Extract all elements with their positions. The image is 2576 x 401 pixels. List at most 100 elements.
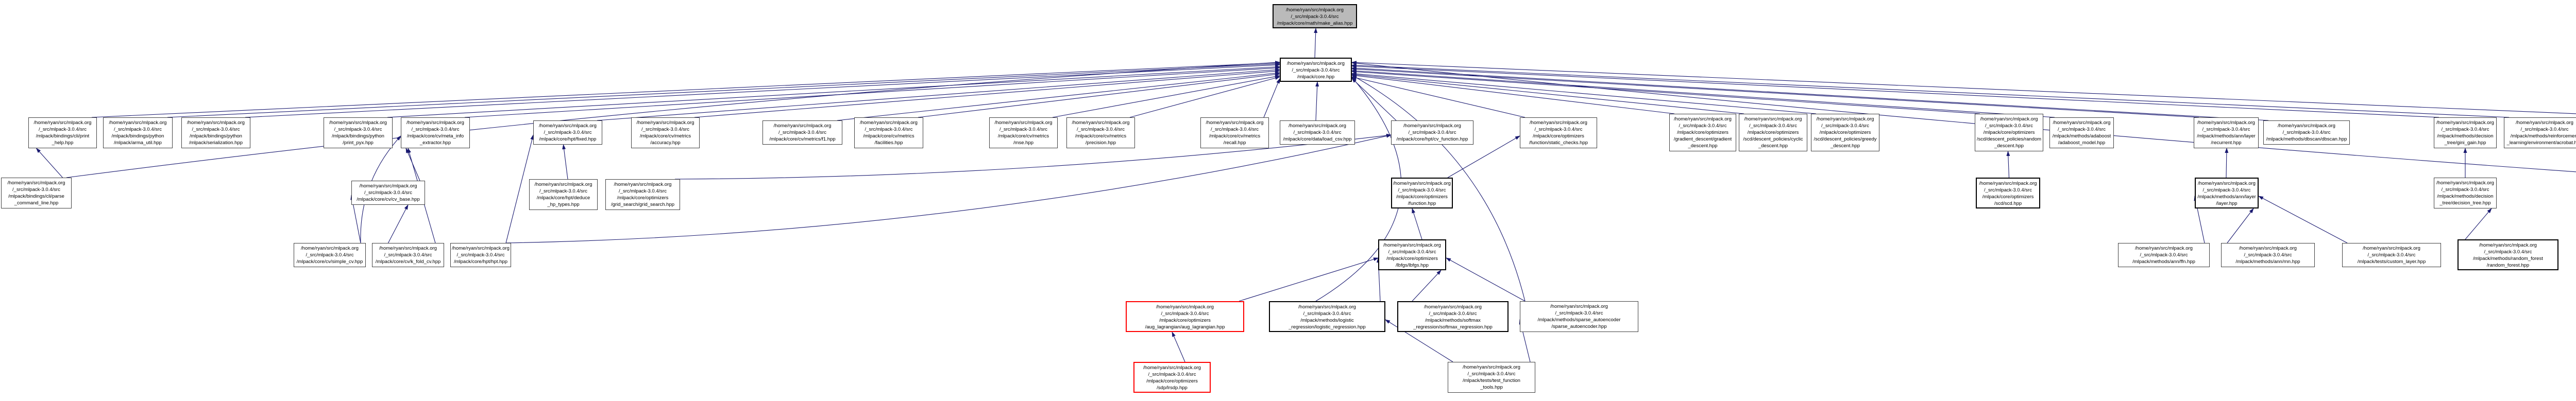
node-path-line: /_src/mlpack-3.0.4/src <box>2282 130 2331 135</box>
node-path-line: /_src/mlpack-3.0.4/src <box>1292 67 1340 73</box>
graph-node-decision_tree[interactable]: /home/ryan/src/mlpack.org/_src/mlpack-3.… <box>2434 178 2497 208</box>
graph-node-parse_command_line[interactable]: /home/ryan/src/mlpack.org/_src/mlpack-3.… <box>1 178 72 208</box>
node-path-line: /home/ryan/src/mlpack.org <box>2197 120 2255 126</box>
node-path-line: /home/ryan/src/mlpack.org <box>33 120 92 126</box>
node-path-line: /_src/mlpack-3.0.4/src <box>2140 252 2188 258</box>
node-path-line: /home/ryan/src/mlpack.org <box>1156 304 1214 310</box>
graph-node-fixed[interactable]: /home/ryan/src/mlpack.org/_src/mlpack-3.… <box>533 120 602 145</box>
node-path-line: _regression/softmax_regression.hpp <box>1413 324 1493 330</box>
include-edge-arma_util-to-core <box>167 62 1280 118</box>
include-edge-parse_command_line-to-core <box>66 61 1280 178</box>
graph-node-recall[interactable]: /home/ryan/src/mlpack.org/_src/mlpack-3.… <box>1200 117 1269 148</box>
node-path-line: _command_line.hpp <box>14 200 59 206</box>
node-path-line: /home/ryan/src/mlpack.org <box>636 120 694 126</box>
graph-node-softmax_regression[interactable]: /home/ryan/src/mlpack.org/_src/mlpack-3.… <box>1397 301 1509 332</box>
graph-node-meta_info[interactable]: /home/ryan/src/mlpack.org/_src/mlpack-3.… <box>401 117 470 148</box>
graph-node-custom_layer[interactable]: /home/ryan/src/mlpack.org/_src/mlpack-3.… <box>2342 243 2441 267</box>
node-path-line: /_src/mlpack-3.0.4/src <box>364 190 412 196</box>
graph-node-cv_base[interactable]: /home/ryan/src/mlpack.org/_src/mlpack-3.… <box>351 181 425 205</box>
graph-node-simple_cv[interactable]: /home/ryan/src/mlpack.org/_src/mlpack-3.… <box>294 243 366 267</box>
node-path-line: _regression/logistic_regression.hpp <box>1289 324 1366 330</box>
node-path-line: /mlpack/methods/softmax <box>1425 318 1481 323</box>
node-path-line: /mlpack/methods/decision <box>2437 194 2494 199</box>
node-path-line: /_src/mlpack-3.0.4/src <box>1408 130 1456 135</box>
node-path-line: /recurrent.hpp <box>2211 140 2242 146</box>
node-path-line: /home/ryan/src/mlpack.org <box>1403 123 1461 129</box>
node-path-line: /mlpack/methods/ann/rnn.hpp <box>2235 259 2300 265</box>
node-path-line: /home/ryan/src/mlpack.org <box>2239 246 2297 251</box>
include-edge-test_function_tools-to-logistic_regression <box>1385 319 1453 362</box>
graph-node-ffn[interactable]: /home/ryan/src/mlpack.org/_src/mlpack-3.… <box>2118 243 2210 267</box>
include-edge-function_hpp-to-static_checks <box>1447 135 1520 178</box>
graph-node-core[interactable]: /home/ryan/src/mlpack.org/_src/mlpack-3.… <box>1280 58 1352 82</box>
include-edge-random_descent-to-core <box>1351 70 1980 114</box>
graph-node-recurrent[interactable]: /home/ryan/src/mlpack.org/_src/mlpack-3.… <box>2194 117 2259 148</box>
node-path-line: /_src/mlpack-3.0.4/src <box>1303 311 1351 317</box>
graph-node-gini_gain[interactable]: /home/ryan/src/mlpack.org/_src/mlpack-3.… <box>2434 117 2497 148</box>
node-path-line: /gradient_descent/gradient <box>1673 136 1732 142</box>
include-edge-layer-to-recurrent <box>2225 148 2229 178</box>
graph-node-f1[interactable]: /home/ryan/src/mlpack.org/_src/mlpack-3.… <box>762 120 842 145</box>
graph-node-aug_lagrangian[interactable]: /home/ryan/src/mlpack.org/_src/mlpack-3.… <box>1126 301 1244 332</box>
node-path-line: /mlpack/core/optimizers <box>1386 256 1438 261</box>
graph-node-facilities[interactable]: /home/ryan/src/mlpack.org/_src/mlpack-3.… <box>854 117 923 148</box>
node-path-line: /home/ryan/src/mlpack.org <box>2436 120 2494 126</box>
graph-node-cyclic_descent[interactable]: /home/ryan/src/mlpack.org/_src/mlpack-3.… <box>1739 114 1807 151</box>
include-edge-rnn-to-layer <box>2227 208 2254 243</box>
node-path-line: _descent.hpp <box>1994 143 2024 149</box>
include-edge-cyclic_descent-to-core <box>1351 73 1744 114</box>
graph-node-random_descent[interactable]: /home/ryan/src/mlpack.org/_src/mlpack-3.… <box>1975 114 2043 151</box>
graph-node-k_fold_cv[interactable]: /home/ryan/src/mlpack.org/_src/mlpack-3.… <box>372 243 444 267</box>
graph-node-cv_function[interactable]: /home/ryan/src/mlpack.org/_src/mlpack-3.… <box>1391 120 1473 145</box>
node-path-line: /grid_search/grid_search.hpp <box>611 202 675 207</box>
graph-node-print_pyx[interactable]: /home/ryan/src/mlpack.org/_src/mlpack-3.… <box>324 117 393 148</box>
node-path-line: /home/ryan/src/mlpack.org <box>1816 116 1874 122</box>
graph-node-sparse_autoencoder[interactable]: /home/ryan/src/mlpack.org/_src/mlpack-3.… <box>1520 301 1638 332</box>
graph-node-scd[interactable]: /home/ryan/src/mlpack.org/_src/mlpack-3.… <box>1976 178 2040 208</box>
node-path-line: /sparse_autoencoder.hpp <box>1551 324 1607 329</box>
graph-node-accuracy[interactable]: /home/ryan/src/mlpack.org/_src/mlpack-3.… <box>631 117 700 148</box>
node-path-line: /_src/mlpack-3.0.4/src <box>1534 127 1583 132</box>
graph-node-layer[interactable]: /home/ryan/src/mlpack.org/_src/mlpack-3.… <box>2195 178 2259 208</box>
graph-node-greedy_descent[interactable]: /home/ryan/src/mlpack.org/_src/mlpack-3.… <box>1811 114 1879 151</box>
node-path-line: /_src/mlpack-3.0.4/src <box>1161 311 1209 317</box>
include-edge-dbscan-to-core <box>1351 66 2269 121</box>
node-path-line: /mse.hpp <box>1013 140 1034 146</box>
node-path-line: /_src/mlpack-3.0.4/src <box>641 127 689 132</box>
graph-node-rnn[interactable]: /home/ryan/src/mlpack.org/_src/mlpack-3.… <box>2221 243 2315 267</box>
graph-node-arma_util[interactable]: /home/ryan/src/mlpack.org/_src/mlpack-3.… <box>103 117 173 148</box>
graph-node-adaboost_model[interactable]: /home/ryan/src/mlpack.org/_src/mlpack-3.… <box>2049 117 2114 148</box>
graph-node-hpt[interactable]: /home/ryan/src/mlpack.org/_src/mlpack-3.… <box>450 243 511 267</box>
graph-node-acrobat[interactable]: /home/ryan/src/mlpack.org/_src/mlpack-3.… <box>2504 117 2576 148</box>
graph-node-test_function_tools[interactable]: /home/ryan/src/mlpack.org/_src/mlpack-3.… <box>1448 362 1535 393</box>
node-path-line: /mlpack/core/cv/metrics/f1.hpp <box>769 136 836 142</box>
node-path-line: /_src/mlpack-3.0.4/src <box>1679 123 1727 129</box>
node-path-line: /precision.hpp <box>1085 140 1116 146</box>
graph-node-print_help[interactable]: /home/ryan/src/mlpack.org/_src/mlpack-3.… <box>28 117 97 148</box>
node-path-line: /_src/mlpack-3.0.4/src <box>1429 311 1477 317</box>
include-edge-acrobat-to-core <box>1351 63 2510 118</box>
graph-node-static_checks[interactable]: /home/ryan/src/mlpack.org/_src/mlpack-3.… <box>1520 117 1597 148</box>
node-path-line: /_src/mlpack-3.0.4/src <box>2484 249 2532 255</box>
graph-node-function_hpp[interactable]: /home/ryan/src/mlpack.org/_src/mlpack-3.… <box>1391 178 1453 208</box>
graph-node-random_forest[interactable]: /home/ryan/src/mlpack.org/_src/mlpack-3.… <box>2458 239 2558 270</box>
graph-node-logistic_regression[interactable]: /home/ryan/src/mlpack.org/_src/mlpack-3.… <box>1269 301 1385 332</box>
node-path-line: /home/ryan/src/mlpack.org <box>773 123 832 129</box>
graph-node-precision[interactable]: /home/ryan/src/mlpack.org/_src/mlpack-3.… <box>1066 117 1135 148</box>
graph-node-load_csv[interactable]: /home/ryan/src/mlpack.org/_src/mlpack-3.… <box>1280 120 1355 145</box>
node-path-line: /home/ryan/src/mlpack.org <box>1674 116 1732 122</box>
node-path-line: /home/ryan/src/mlpack.org <box>1979 181 2037 186</box>
node-path-line: /home/ryan/src/mlpack.org <box>1143 365 1201 371</box>
graph-node-mse[interactable]: /home/ryan/src/mlpack.org/_src/mlpack-3.… <box>989 117 1058 148</box>
graph-node-lrsdp[interactable]: /home/ryan/src/mlpack.org/_src/mlpack-3.… <box>1133 362 1211 393</box>
graph-node-lbfgs[interactable]: /home/ryan/src/mlpack.org/_src/mlpack-3.… <box>1378 239 1446 270</box>
graph-node-gradient_descent[interactable]: /home/ryan/src/mlpack.org/_src/mlpack-3.… <box>1669 114 1736 151</box>
include-edge-core-to-root <box>1314 28 1318 58</box>
graph-node-dbscan[interactable]: /home/ryan/src/mlpack.org/_src/mlpack-3.… <box>2263 120 2350 145</box>
node-path-line: /home/ryan/src/mlpack.org <box>1980 116 2038 122</box>
graph-node-deduce_hp_types[interactable]: /home/ryan/src/mlpack.org/_src/mlpack-3.… <box>529 179 598 210</box>
graph-node-grid_search[interactable]: /home/ryan/src/mlpack.org/_src/mlpack-3.… <box>605 179 680 210</box>
node-path-line: /mlpack/core/data/load_csv.hpp <box>1283 136 1352 142</box>
node-path-line: /adaboost_model.hpp <box>2058 140 2106 146</box>
graph-node-py_serialization[interactable]: /home/ryan/src/mlpack.org/_src/mlpack-3.… <box>181 117 250 148</box>
